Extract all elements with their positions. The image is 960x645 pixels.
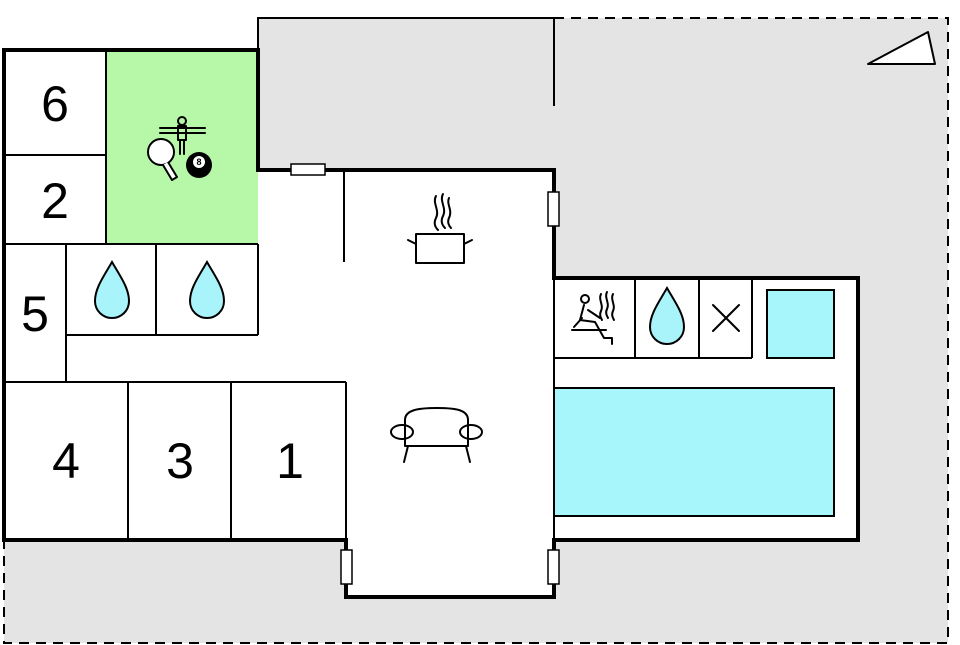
game-room (106, 52, 258, 244)
window-bottom-right (547, 549, 560, 585)
foosball-icon (159, 116, 206, 155)
window-top (290, 163, 326, 176)
water-drop-icon (648, 285, 686, 346)
room-number-4: 4 (52, 433, 80, 489)
svg-text:8: 8 (196, 157, 201, 167)
water-drop-icon (93, 259, 131, 320)
table-tennis-icon (147, 138, 178, 181)
window-right-upper (547, 191, 560, 227)
terrace-border-dashed (3, 17, 949, 644)
billiard-ball-icon: 8 (186, 152, 212, 178)
interior-walls (4, 50, 753, 540)
room-number-6: 6 (41, 76, 69, 132)
cooking-pot-icon (407, 193, 473, 264)
room-number-3: 3 (166, 433, 194, 489)
room-number-2: 2 (41, 173, 69, 229)
room-number-5: 5 (21, 286, 49, 342)
sauna-icon (571, 291, 615, 345)
sofa-icon (390, 407, 483, 463)
whirlpool (766, 289, 835, 359)
swimming-pool (553, 387, 835, 517)
north-arrow-icon (867, 31, 936, 65)
water-drop-icon (188, 259, 226, 320)
terrace-area (4, 18, 948, 643)
window-bottom-left (340, 549, 353, 585)
close-x-icon (712, 304, 740, 332)
terrace-border-solid (257, 17, 554, 50)
room-number-1: 1 (276, 433, 304, 489)
